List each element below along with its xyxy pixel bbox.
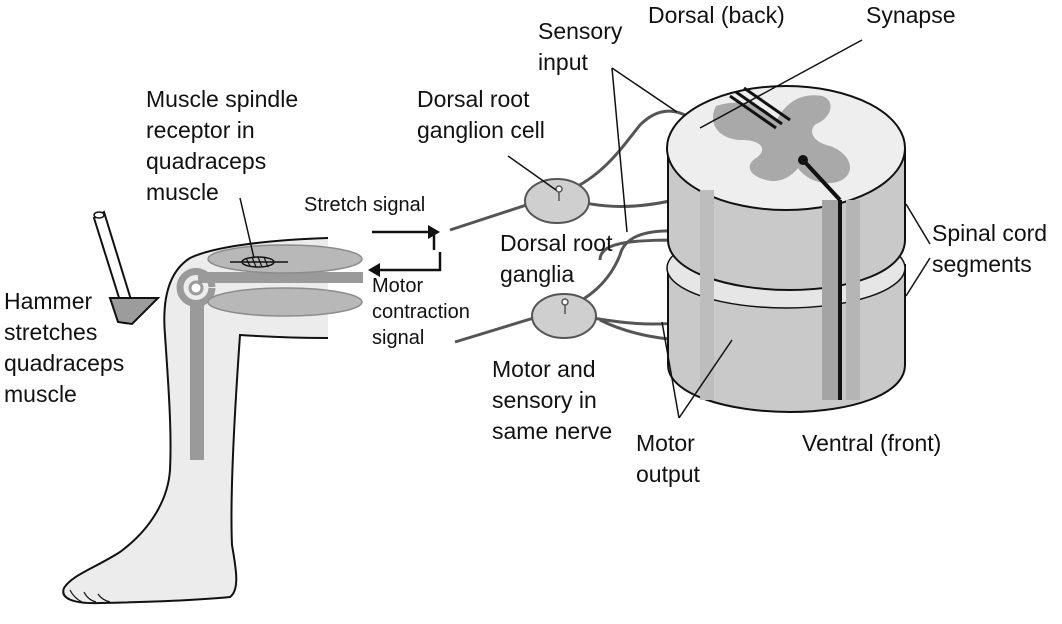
synapse-leader [699, 39, 863, 129]
sensory-input-label: Sensory input [538, 18, 623, 75]
hammer-label: Hammer stretches quadraceps muscle [4, 288, 125, 407]
spindle-label: Muscle spindle receptor in quadraceps mu… [146, 86, 299, 205]
motor-sensory-nerve-label: Motor and sensory in same nerve [492, 356, 613, 444]
segments-leaders [905, 203, 931, 297]
stretch-signal-label: Stretch signal [304, 194, 426, 216]
motor-arrow [374, 252, 442, 272]
quadriceps-muscle [207, 244, 363, 317]
motor-output-leaders [661, 321, 733, 419]
reflex-hammer-icon [92, 210, 161, 326]
dorsal-root-ganglia [507, 155, 597, 339]
spinal-cord [666, 39, 906, 414]
spinal-segments-label: Spinal cord segments [932, 220, 1048, 277]
knee-joint-inner [188, 280, 204, 296]
drg-label: Dorsal root ganglia [500, 230, 613, 287]
ganglion-lower [531, 293, 597, 339]
ventral-fissure [801, 158, 842, 202]
ganglion-cell-leader [507, 155, 557, 191]
gray-matter [712, 95, 851, 184]
hamstring-lower [207, 287, 363, 317]
leg-bones [176, 268, 363, 460]
ganglion-upper [524, 178, 590, 224]
toe-lines [69, 589, 111, 603]
tibia-bone [190, 300, 204, 460]
femur-bone [198, 272, 363, 283]
synapse-label: Synapse [866, 2, 956, 28]
ventral-label: Ventral (front) [802, 430, 942, 456]
spindle-leader-line [239, 197, 255, 259]
sensory-input-leaders [611, 67, 678, 233]
stretch-arrow [372, 230, 436, 250]
muscle-spindle-icon [230, 256, 288, 268]
quadriceps-upper [207, 244, 363, 274]
drg-cell-label: Dorsal root ganglion cell [417, 86, 545, 143]
motor-contraction-label: Motor contraction signal [372, 275, 470, 349]
sensory-nerve-upper [449, 109, 701, 232]
knee-joint [176, 268, 216, 307]
dorsal-label: Dorsal (back) [648, 2, 785, 28]
signal-arrows [368, 225, 442, 277]
motor-output-label: Motor output [636, 430, 700, 487]
synapse-icon [729, 86, 791, 130]
